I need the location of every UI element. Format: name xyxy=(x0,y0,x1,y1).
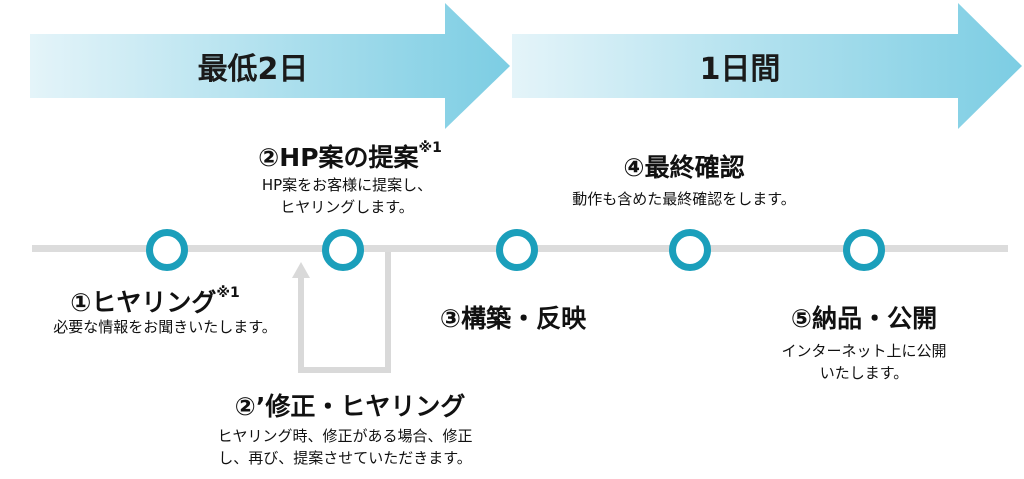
step-node-4 xyxy=(669,229,711,271)
step-title-2: ②HP案の提案※1 xyxy=(258,140,442,172)
revision-desc-line-1: ヒヤリング時、修正がある場合、修正 xyxy=(217,427,473,445)
step-node-2 xyxy=(322,229,364,271)
step-desc-5-line-2: いたします。 xyxy=(819,364,909,382)
step-title-4: ④最終確認 xyxy=(623,153,745,182)
step-node-5 xyxy=(843,229,885,271)
revision-title: ②’修正・ヒヤリング xyxy=(234,392,466,421)
step-node-3 xyxy=(496,229,538,271)
step-desc-5-line-1: インターネット上に公開 xyxy=(781,342,947,360)
step-title-3: ③構築・反映 xyxy=(439,304,587,333)
step-desc-2-line-2: ヒヤリングします。 xyxy=(280,198,414,216)
revision-desc-line-2: し、再び、提案させていただきます。 xyxy=(218,449,472,467)
phase-arrow-2 xyxy=(512,3,1022,129)
step-title-1: ①ヒヤリング※1 xyxy=(70,285,240,317)
step-desc-4-line-1: 動作も含めた最終確認をします。 xyxy=(572,190,796,208)
revision-loop-arrow xyxy=(298,252,391,373)
phase-label-2: 1日間 xyxy=(699,52,781,87)
step-title-5: ⑤納品・公開 xyxy=(790,304,938,333)
revision-loop-arrowhead xyxy=(292,262,310,278)
step-desc-1-line-1: 必要な情報をお聞きいたします。 xyxy=(53,318,277,336)
step-desc-2-line-1: HP案をお客様に提案し、 xyxy=(261,176,433,194)
step-node-1 xyxy=(146,229,188,271)
phase-arrow-1 xyxy=(30,3,510,129)
phase-label-1: 最低2日 xyxy=(197,52,309,87)
